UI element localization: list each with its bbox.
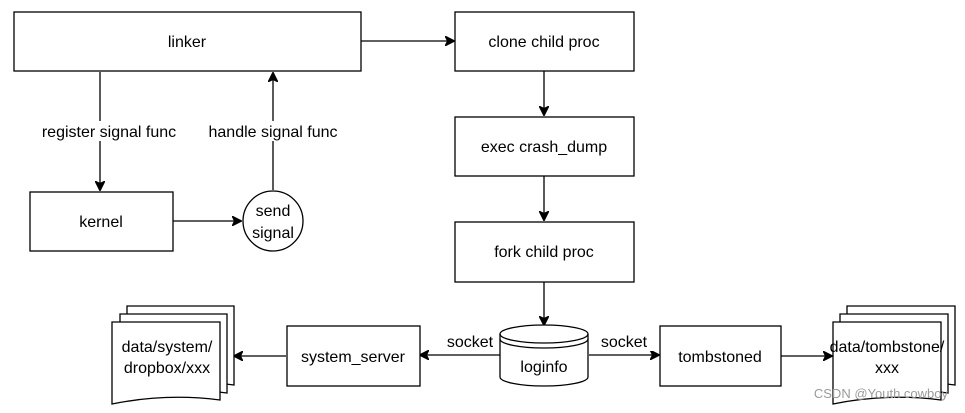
tombstoned-label: tombstoned: [678, 349, 762, 366]
dropbox-path-line2: dropbox/xxx: [124, 360, 210, 377]
loginfo-database-node: loginfo: [499, 324, 589, 387]
csdn-watermark: CSDN @Youth cowboy: [814, 386, 949, 401]
system-server-node: system_server: [286, 325, 421, 387]
kernel-node: kernel: [29, 191, 174, 252]
fork-child-proc-label: fork child proc: [494, 244, 594, 261]
tombstone-path-line2: xxx: [875, 360, 899, 377]
handle-signal-func-label: handle signal func: [209, 124, 338, 141]
tombstoned-node: tombstoned: [659, 325, 782, 387]
exec-crash-dump-node: exec crash_dump: [454, 116, 635, 177]
clone-child-proc-node: clone child proc: [454, 11, 635, 72]
exec-crash-dump-label: exec crash_dump: [481, 139, 607, 156]
fork-child-proc-node: fork child proc: [454, 221, 635, 283]
system-server-label: system_server: [301, 349, 406, 366]
linker-node: linker: [13, 11, 362, 72]
register-signal-func-label: register signal func: [42, 124, 176, 141]
loginfo-label: loginfo: [520, 359, 567, 376]
kernel-label: kernel: [79, 214, 123, 231]
send-signal-label-line2: signal: [252, 225, 294, 242]
clone-child-proc-label: clone child proc: [488, 34, 599, 51]
tombstone-path-line1: data/tombstone/: [830, 339, 945, 356]
socket-right-label: socket: [601, 334, 648, 351]
linker-label: linker: [168, 34, 207, 51]
tombstone-document-node: data/tombstone/ xxx: [830, 305, 956, 405]
send-signal-label-line1: send: [256, 203, 291, 220]
dropbox-document-node: data/system/ dropbox/xxx: [111, 305, 235, 405]
dropbox-path-line1: data/system/: [122, 339, 213, 356]
socket-left-label: socket: [447, 334, 494, 351]
send-signal-node: send signal: [242, 190, 304, 252]
